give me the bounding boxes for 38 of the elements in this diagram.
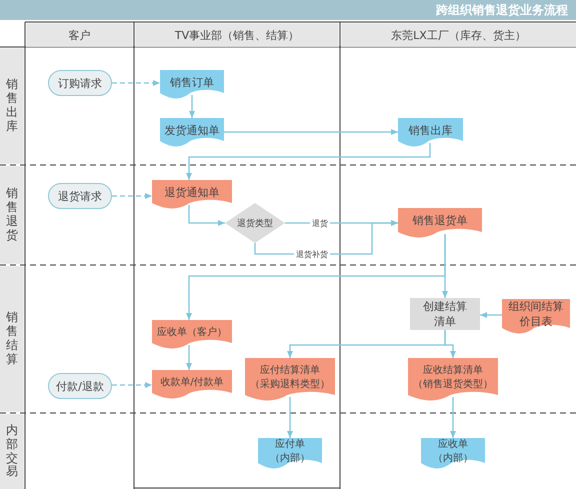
document-shape: 销售退货单: [398, 208, 482, 237]
lane-header: 销售结算: [0, 266, 24, 412]
arrow: [189, 95, 195, 118]
edge-label: 退货: [310, 218, 330, 228]
arrow: [442, 234, 448, 298]
lane-header: 销售退货: [0, 166, 24, 264]
arrow: [112, 382, 152, 388]
document-shape: 组织间结算价目表: [502, 299, 570, 333]
arrow: [480, 312, 502, 318]
document-shape: 应付结算清单（采购退料类型）: [245, 358, 335, 400]
arrow: [287, 397, 293, 438]
process-box: 创建结算清单: [410, 298, 480, 330]
start-terminal: 订购请求: [48, 70, 112, 96]
lane-header: 销售出库: [0, 48, 24, 164]
document-shape: 收款单/付款单: [152, 370, 232, 398]
lane-header: 内部交易: [0, 414, 24, 489]
arrow: [188, 205, 225, 226]
arrow: [224, 129, 398, 135]
arrow: [112, 193, 152, 199]
start-terminal: 付款/退款: [48, 373, 112, 399]
document-shape: 销售出库: [398, 118, 463, 146]
arrow: [186, 345, 192, 370]
document-shape: 应收单（客户）: [152, 320, 232, 348]
arrow: [112, 80, 160, 86]
arrow: [450, 397, 456, 438]
start-terminal: 退货请求: [48, 183, 112, 209]
document-shape: 发货通知单: [160, 118, 224, 146]
column-header: TV事业部（销售、结算）: [135, 23, 339, 47]
title-bar: 跨组织销售退货业务流程: [0, 0, 576, 20]
column-header: 客户: [26, 23, 133, 47]
arrow: [186, 143, 431, 180]
document-shape: 应收结算清单（销售退货类型）: [408, 358, 498, 400]
edge-label: 退货补货: [294, 248, 330, 260]
arrow: [444, 330, 456, 358]
document-shape: 销售订单: [160, 70, 224, 98]
document-shape: 退货通知单: [152, 180, 232, 208]
decision-diamond: 退货类型: [225, 203, 285, 243]
column-header: 东莞LX工厂（库存、货主）: [341, 23, 576, 47]
